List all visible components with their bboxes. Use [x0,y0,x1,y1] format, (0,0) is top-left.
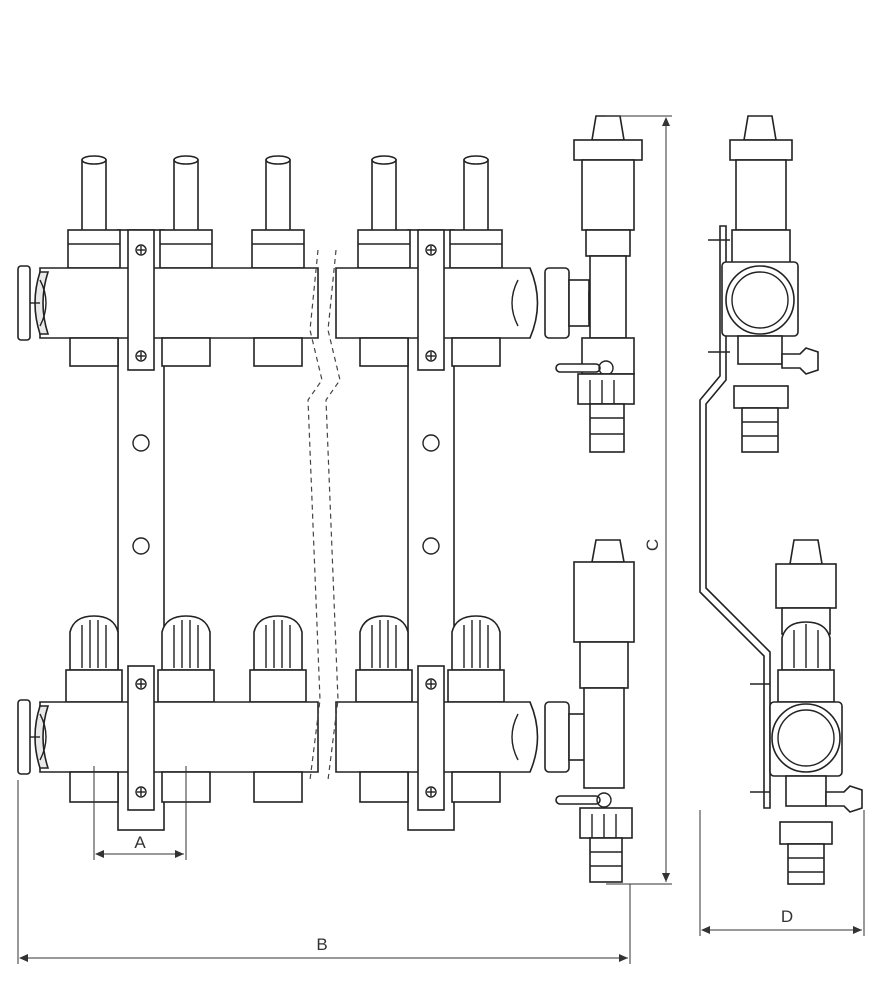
break-line-right [325,249,341,781]
break-line-left [307,249,323,781]
dimension-a-label: A [134,833,146,852]
lower-end-fitting [544,539,635,883]
side-bracket [699,225,771,809]
dimension-c-label: C [643,539,662,551]
front-view [17,115,643,883]
side-view [699,115,863,885]
upper-side-fitting [721,115,819,453]
lower-manifold [17,615,539,811]
dimension-b: B [17,780,631,964]
dimension-a: A [93,766,187,860]
dimension-b-label: B [316,935,327,954]
dimension-c: C [606,115,672,885]
lower-side-fitting [769,539,863,885]
upper-end-fitting [544,115,643,453]
upper-manifold [17,155,539,371]
dimension-d: D [699,810,865,936]
dimension-d-label: D [781,907,793,926]
